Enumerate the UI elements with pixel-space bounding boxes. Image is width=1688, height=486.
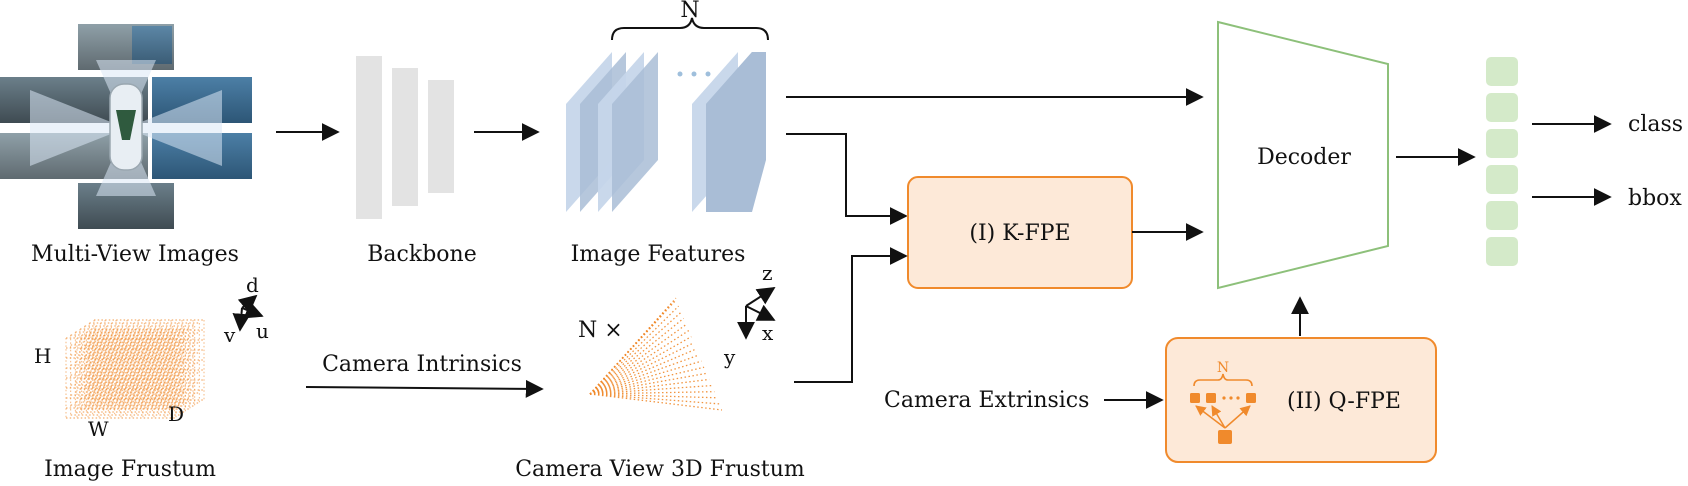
arrow-camera-frustum-to-kfpe <box>794 247 908 383</box>
q-fpe-token-icon <box>1246 393 1256 403</box>
query-token <box>1486 165 1518 194</box>
frustum-d-label: D <box>168 402 184 426</box>
camera-view-frustum-label: Camera View 3D Frustum <box>515 457 805 481</box>
arrow-features-to-kfpe <box>786 133 908 225</box>
axis-x-label: x <box>762 321 774 345</box>
backbone-layer <box>428 80 454 193</box>
q-fpe-n-label: N <box>1217 360 1229 376</box>
q-fpe-block: N (II) Q-FPE <box>1165 337 1437 463</box>
camera-intrinsics-label: Camera Intrinsics <box>322 352 522 377</box>
q-fpe-source-icon <box>1218 430 1232 444</box>
backbone-layer <box>392 68 418 206</box>
q-fpe-box <box>1165 337 1437 463</box>
decoder-shape <box>1217 20 1389 290</box>
frustum-w-label: W <box>88 417 109 441</box>
query-token <box>1486 57 1518 86</box>
decoder-label: Decoder <box>1257 145 1351 170</box>
query-token <box>1486 129 1518 158</box>
class-output-label: class <box>1628 112 1683 137</box>
n-times-label: N × <box>578 318 623 343</box>
camera-frustum-rays <box>589 297 723 411</box>
query-token <box>1486 93 1518 122</box>
frustum-point-grid <box>65 319 205 419</box>
multi-view-images-label: Multi-View Images <box>31 242 239 267</box>
q-fpe-label: (II) Q-FPE <box>1287 389 1401 414</box>
k-fpe-block: (I) K-FPE <box>907 176 1133 289</box>
axis-d-label: d <box>246 273 259 297</box>
backbone-label: Backbone <box>367 242 476 267</box>
image-frustum: H W D Image Frustum d u v <box>34 273 269 482</box>
multi-view-images: Multi-View Images <box>0 24 252 267</box>
axis-v-label: v <box>223 323 236 347</box>
output-queries <box>1486 57 1518 266</box>
query-token <box>1486 201 1518 230</box>
backbone-layer <box>356 56 382 219</box>
q-fpe-token-icon <box>1190 393 1200 403</box>
n-brace <box>611 17 769 41</box>
n-brace-label: N <box>680 0 699 23</box>
image-features: N Image Features <box>566 0 769 267</box>
k-fpe-label: (I) K-FPE <box>969 221 1070 246</box>
image-features-label: Image Features <box>571 242 746 267</box>
axis-z-label: z <box>762 261 773 285</box>
query-token <box>1486 237 1518 266</box>
axis-y-label: y <box>723 345 736 369</box>
q-fpe-token-icon <box>1206 393 1216 403</box>
camera-view-frustum: N × y z x Camera View 3D Frustum <box>515 261 805 482</box>
camera-extrinsics-label: Camera Extrinsics <box>884 388 1089 413</box>
backbone: Backbone <box>356 56 477 267</box>
arrow-frustum-to-camera-view <box>305 379 544 398</box>
axis-u-label: u <box>256 319 269 343</box>
image-frustum-label: Image Frustum <box>44 457 216 481</box>
frustum-h-label: H <box>34 344 51 368</box>
q-fpe-mini-brace <box>1193 373 1253 387</box>
decoder-block: Decoder <box>1217 20 1389 290</box>
bbox-output-label: bbox <box>1628 186 1682 211</box>
